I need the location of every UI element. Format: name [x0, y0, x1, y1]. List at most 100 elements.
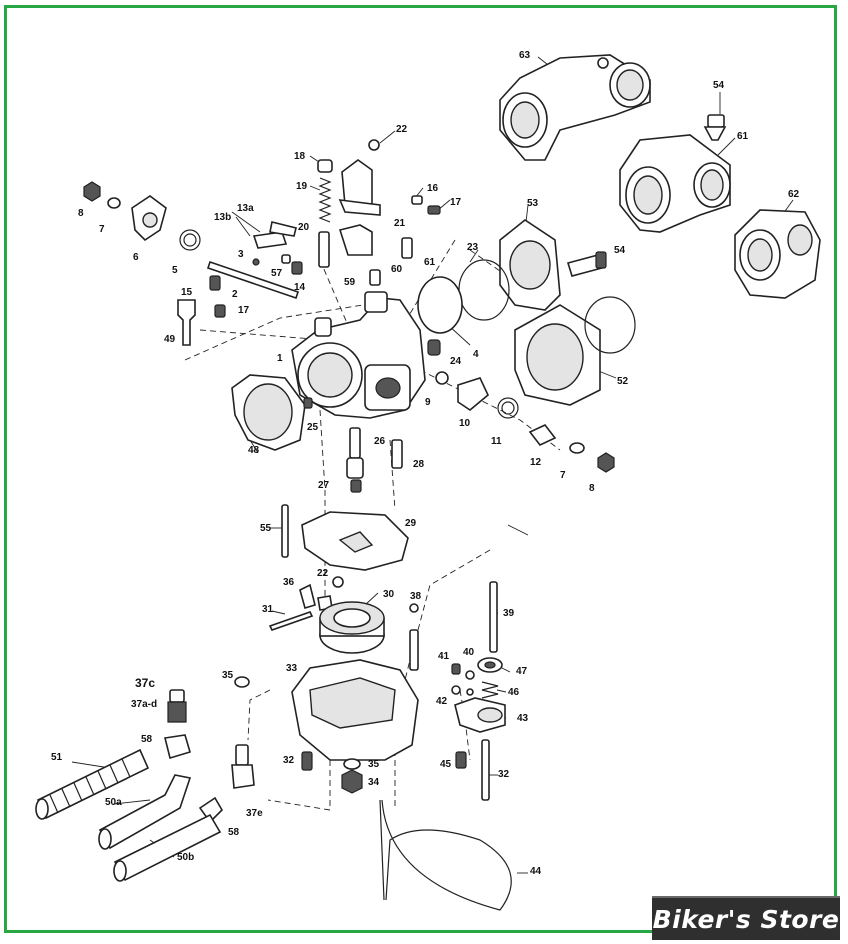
- part-label-17: 17: [238, 305, 250, 316]
- intake-manifold-62: [734, 209, 821, 299]
- part-label-25: 25: [307, 422, 319, 433]
- part-label-36: 36: [283, 577, 295, 588]
- diaphragm-4: [417, 276, 463, 334]
- part-label-27: 27: [318, 480, 330, 491]
- part-label-8: 8: [589, 483, 595, 494]
- screw-24: [427, 339, 441, 356]
- nut-8-left: [83, 181, 101, 202]
- gasket-48: [231, 374, 306, 451]
- part-label-4: 4: [473, 349, 479, 360]
- part-label-50b: 50b: [177, 852, 195, 863]
- part-label-3: 3: [238, 249, 244, 260]
- part-label-26: 26: [374, 436, 386, 447]
- part-label-34: 34: [368, 777, 380, 788]
- spring-5: [179, 229, 201, 251]
- screw-22: [368, 139, 380, 151]
- part-label-46: 46: [508, 687, 520, 698]
- part-label-6: 6: [133, 252, 139, 263]
- part-label-24: 24: [450, 356, 462, 367]
- part-label-30: 30: [383, 589, 395, 600]
- part-label-37a-d: 37a-d: [131, 699, 158, 710]
- part-label-31: 31: [262, 604, 274, 615]
- part-label-32: 32: [283, 755, 295, 766]
- screw-14-57: [281, 254, 303, 275]
- part-label-35: 35: [368, 759, 380, 770]
- part-label-59: 59: [344, 277, 356, 288]
- intake-manifold-61: [619, 134, 731, 233]
- part-label-54: 54: [713, 80, 725, 91]
- spring-hose-51: [35, 748, 150, 820]
- part-label-38: 38: [410, 591, 422, 602]
- hose-50a: [98, 774, 192, 850]
- part-label-55: 55: [260, 523, 272, 534]
- part-label-60: 60: [391, 264, 403, 275]
- part-label-40: 40: [463, 647, 475, 658]
- part-label-50a: 50a: [105, 797, 122, 808]
- part-label-5: 5: [172, 265, 178, 276]
- pump-parts-40-47: [451, 657, 503, 680]
- green-border-frame: [4, 5, 837, 933]
- part-label-49: 49: [164, 334, 176, 345]
- part-label-61: 61: [737, 131, 749, 142]
- part-label-10: 10: [459, 418, 471, 429]
- part-label-58: 58: [228, 827, 240, 838]
- part-label-29: 29: [405, 518, 417, 529]
- part-label-33: 33: [286, 663, 298, 674]
- part-label-28: 28: [413, 459, 425, 470]
- spring-19: [318, 177, 332, 223]
- bolt-54-top: [703, 114, 727, 141]
- part-label-62: 62: [788, 189, 800, 200]
- screw-16-17: [411, 195, 441, 215]
- bikers-store-watermark: Biker's Store: [652, 896, 840, 940]
- bolt-54: [566, 251, 607, 277]
- part-label-12: 12: [530, 457, 542, 468]
- rod-39: [489, 581, 498, 653]
- part-label-23: 23: [467, 242, 479, 253]
- washers-42: [451, 685, 474, 696]
- o-ring-23: [458, 259, 510, 321]
- gasket-53: [499, 219, 561, 311]
- part-label-14: 14: [294, 282, 306, 293]
- part-label-9: 9: [425, 397, 431, 408]
- part-label-19: 19: [296, 181, 308, 192]
- part-label-52: 52: [617, 376, 629, 387]
- rod-55: [281, 504, 289, 558]
- part-label-53: 53: [527, 198, 539, 209]
- part-label-39: 39: [503, 608, 515, 619]
- part-label-43: 43: [517, 713, 529, 724]
- part-label-7: 7: [99, 224, 105, 235]
- part-label-47: 47: [516, 666, 528, 677]
- needle-38-56: [409, 603, 419, 671]
- part-label-8: 8: [78, 208, 84, 219]
- screw-13a-13b: [252, 221, 297, 249]
- part-label-13a: 13a: [237, 203, 254, 214]
- part-label-37c: 37c: [135, 676, 156, 690]
- carburetor-body-1: [291, 291, 426, 419]
- part-label-18: 18: [294, 151, 306, 162]
- accelerator-parts-36-22-31: [268, 576, 344, 631]
- part-label-16: 16: [427, 183, 439, 194]
- float-30: [319, 601, 385, 654]
- part-label-48: 48: [248, 445, 260, 456]
- jets-25-26-27-28: [303, 397, 403, 493]
- part-label-35: 35: [222, 670, 234, 681]
- nut-8-right: [597, 452, 615, 473]
- part-label-1: 1: [277, 353, 283, 364]
- spring-11: [497, 397, 519, 419]
- part-label-13b: 13b: [214, 212, 232, 223]
- part-label-22: 22: [396, 124, 408, 135]
- part-label-20: 20: [298, 222, 310, 233]
- part-label-44: 44: [530, 866, 542, 877]
- rod-20: [318, 231, 330, 268]
- part-label-41: 41: [438, 651, 450, 662]
- overflow-hose-44: [379, 799, 512, 911]
- part-label-7: 7: [560, 470, 566, 481]
- part-label-51: 51: [51, 752, 63, 763]
- shaft-2: [206, 258, 300, 300]
- o-ring-52: [584, 296, 636, 354]
- part-label-32: 32: [498, 769, 510, 780]
- cap-18: [317, 159, 333, 173]
- part-label-11: 11: [491, 436, 502, 447]
- washer-7-right: [569, 442, 585, 454]
